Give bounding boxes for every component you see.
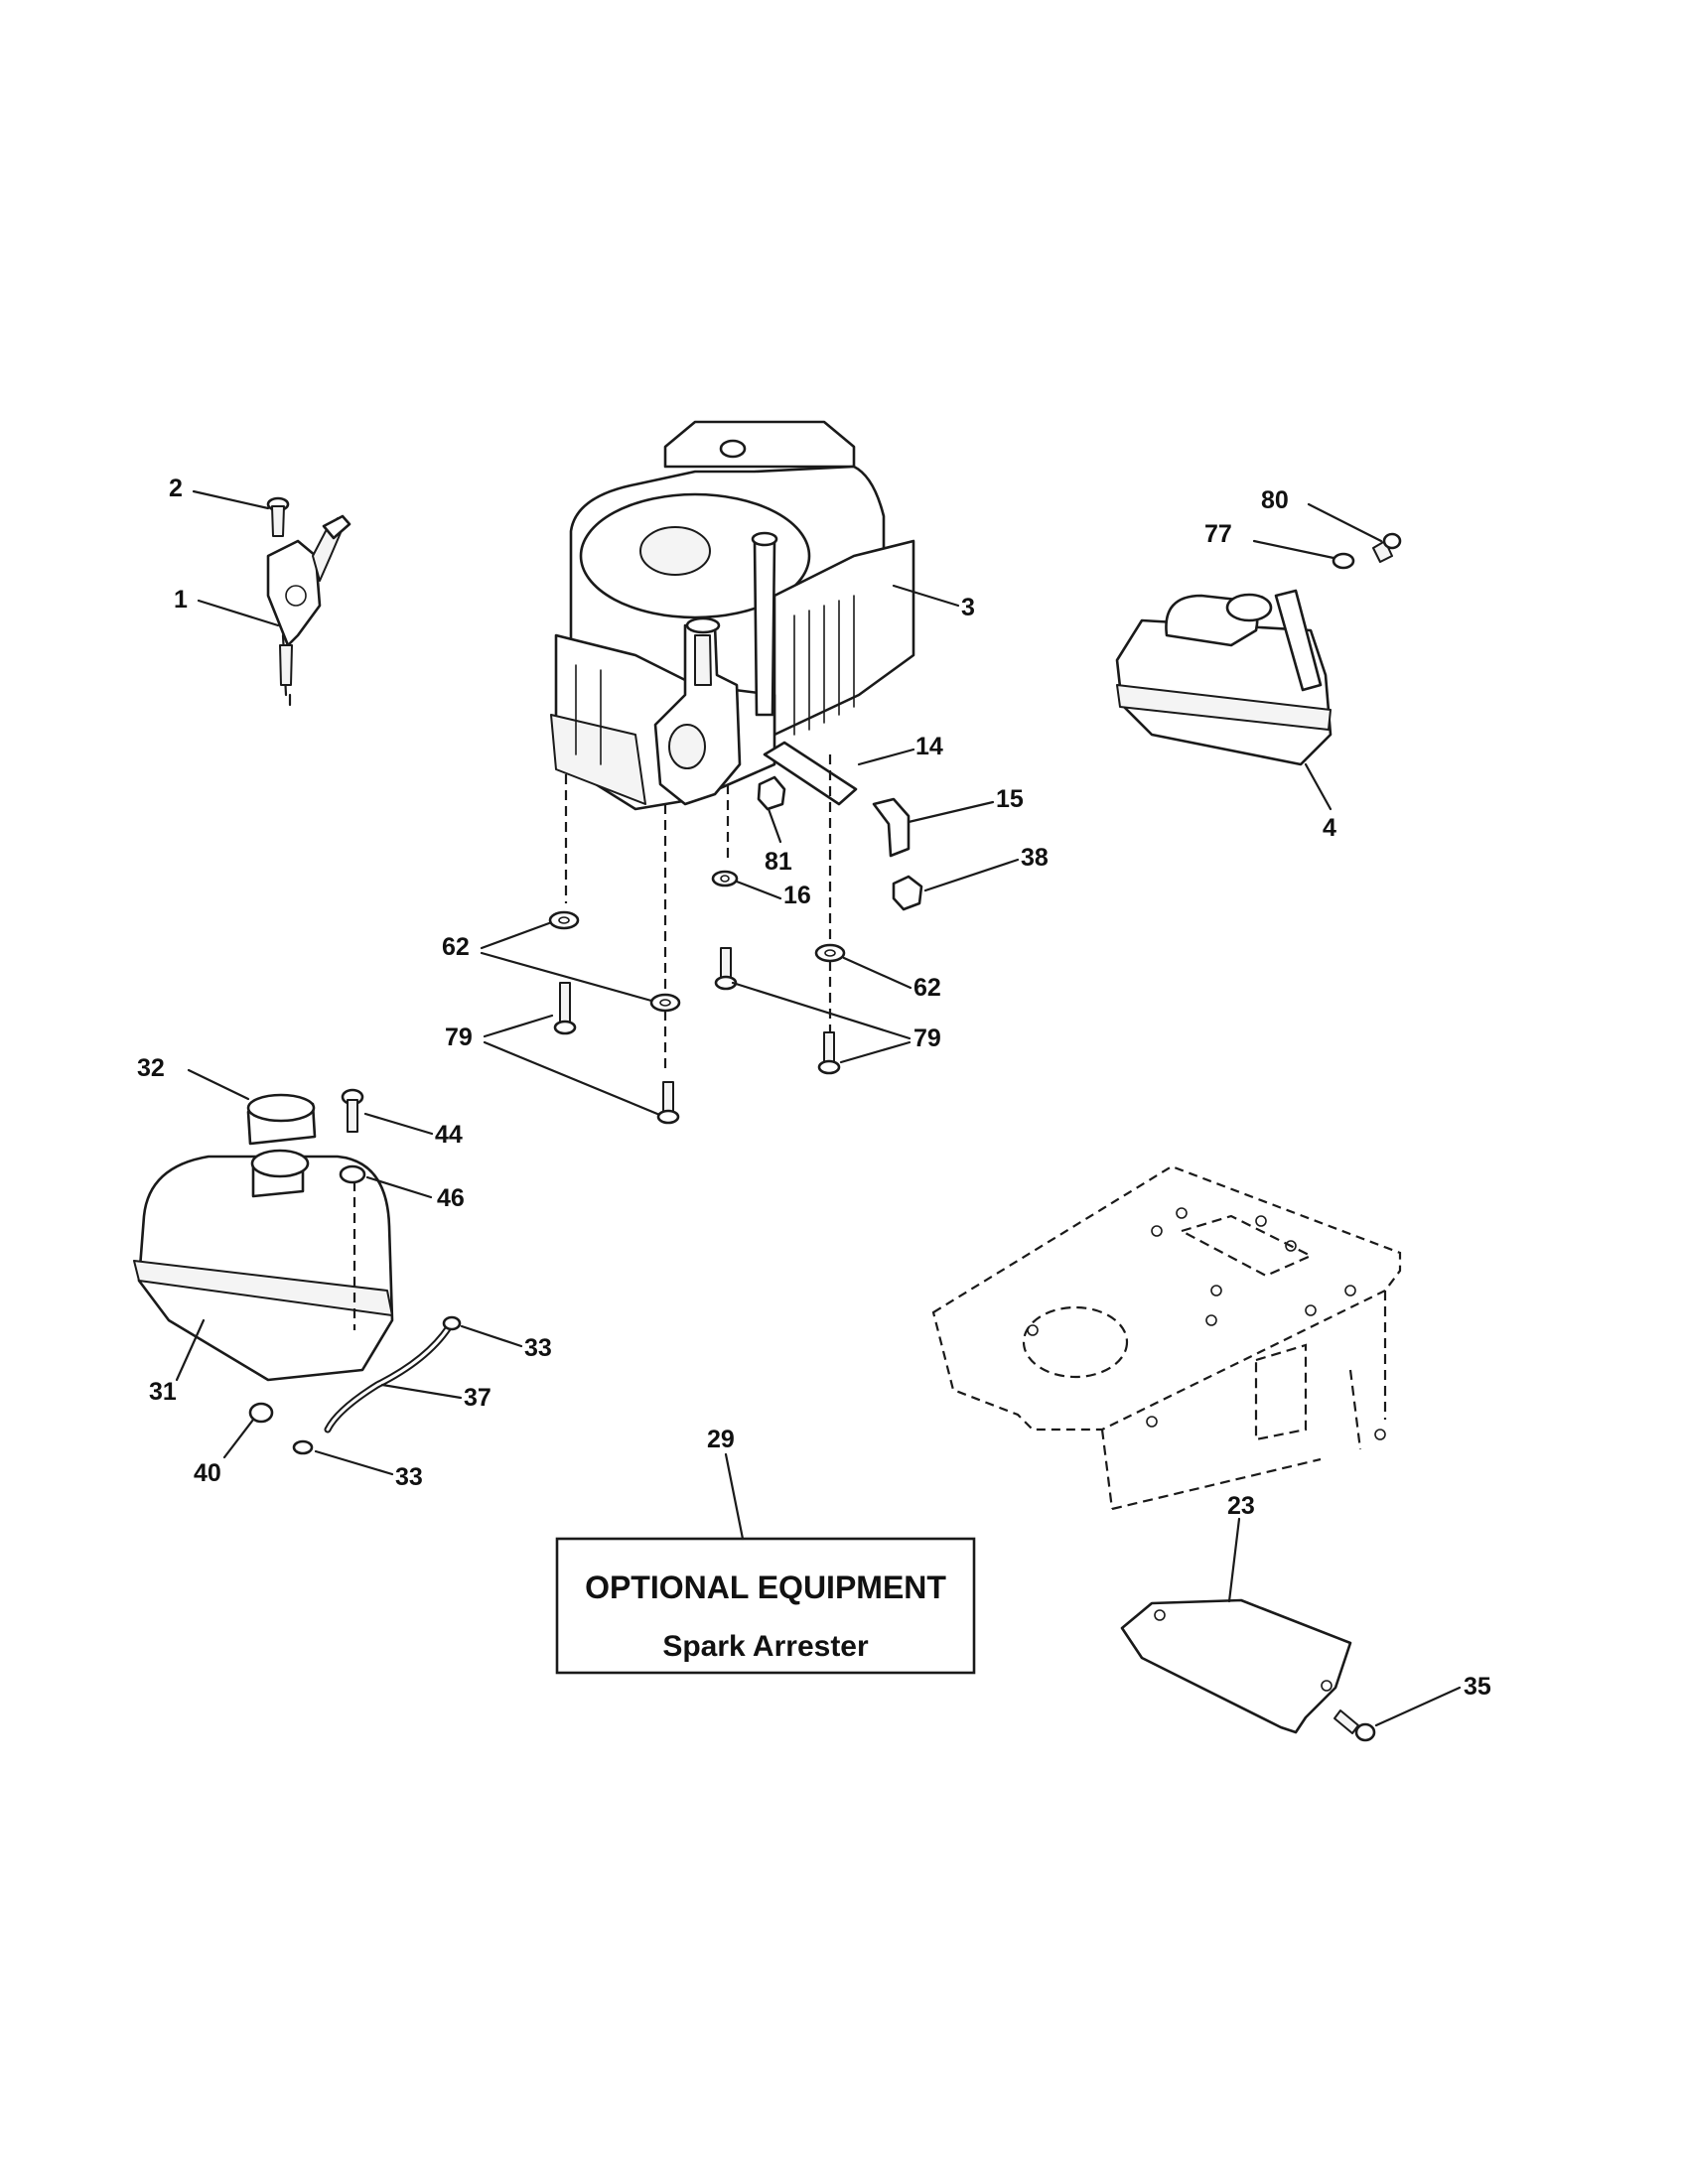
callout-23: 23 [1227,1492,1255,1520]
callout-2: 2 [169,475,183,502]
callout-14: 14 [915,733,943,760]
optional-equipment-box: OPTIONAL EQUIPMENT Spark Arrester [555,1537,976,1675]
fuel-tank-part [133,1088,394,1424]
callout-77: 77 [1204,520,1232,548]
callout-44: 44 [435,1121,463,1149]
callout-3: 3 [961,594,975,621]
spark-arrester-label: Spark Arrester [662,1630,869,1663]
callout-numbers: 2 1 3 80 77 4 14 15 38 81 16 62 62 79 79… [137,475,1491,1701]
callout-32: 32 [137,1054,165,1082]
throttle-control-part [266,496,351,707]
optional-equipment-title: OPTIONAL EQUIPMENT [585,1570,946,1605]
callout-79-left: 79 [445,1024,473,1051]
callout-29: 29 [707,1426,735,1453]
callout-1: 1 [174,586,188,614]
callout-33-lower: 33 [395,1463,423,1491]
muffler-part [1115,532,1402,766]
callout-79-right: 79 [913,1024,941,1052]
callout-15: 15 [996,785,1024,813]
alignment-lines [564,754,832,1072]
mounting-hardware [548,870,846,1125]
callout-33-upper: 33 [524,1334,552,1362]
leader-lines [175,489,1462,1727]
callout-16: 16 [783,882,811,909]
callout-40: 40 [194,1459,221,1487]
fuel-line-part [292,1315,462,1455]
engine-part [550,420,915,811]
callout-31: 31 [149,1378,177,1406]
callout-35: 35 [1464,1673,1491,1701]
callout-46: 46 [437,1184,465,1212]
callout-81: 81 [765,848,792,876]
callout-37: 37 [464,1384,491,1412]
oil-drain-parts [757,741,923,911]
callout-38: 38 [1021,844,1049,872]
heat-shield-part [1120,1598,1376,1742]
frame-reference [931,1164,1402,1511]
callout-62-left: 62 [442,933,470,961]
callout-80: 80 [1261,486,1289,514]
callout-4: 4 [1323,814,1336,842]
callout-62-right: 62 [913,974,941,1002]
